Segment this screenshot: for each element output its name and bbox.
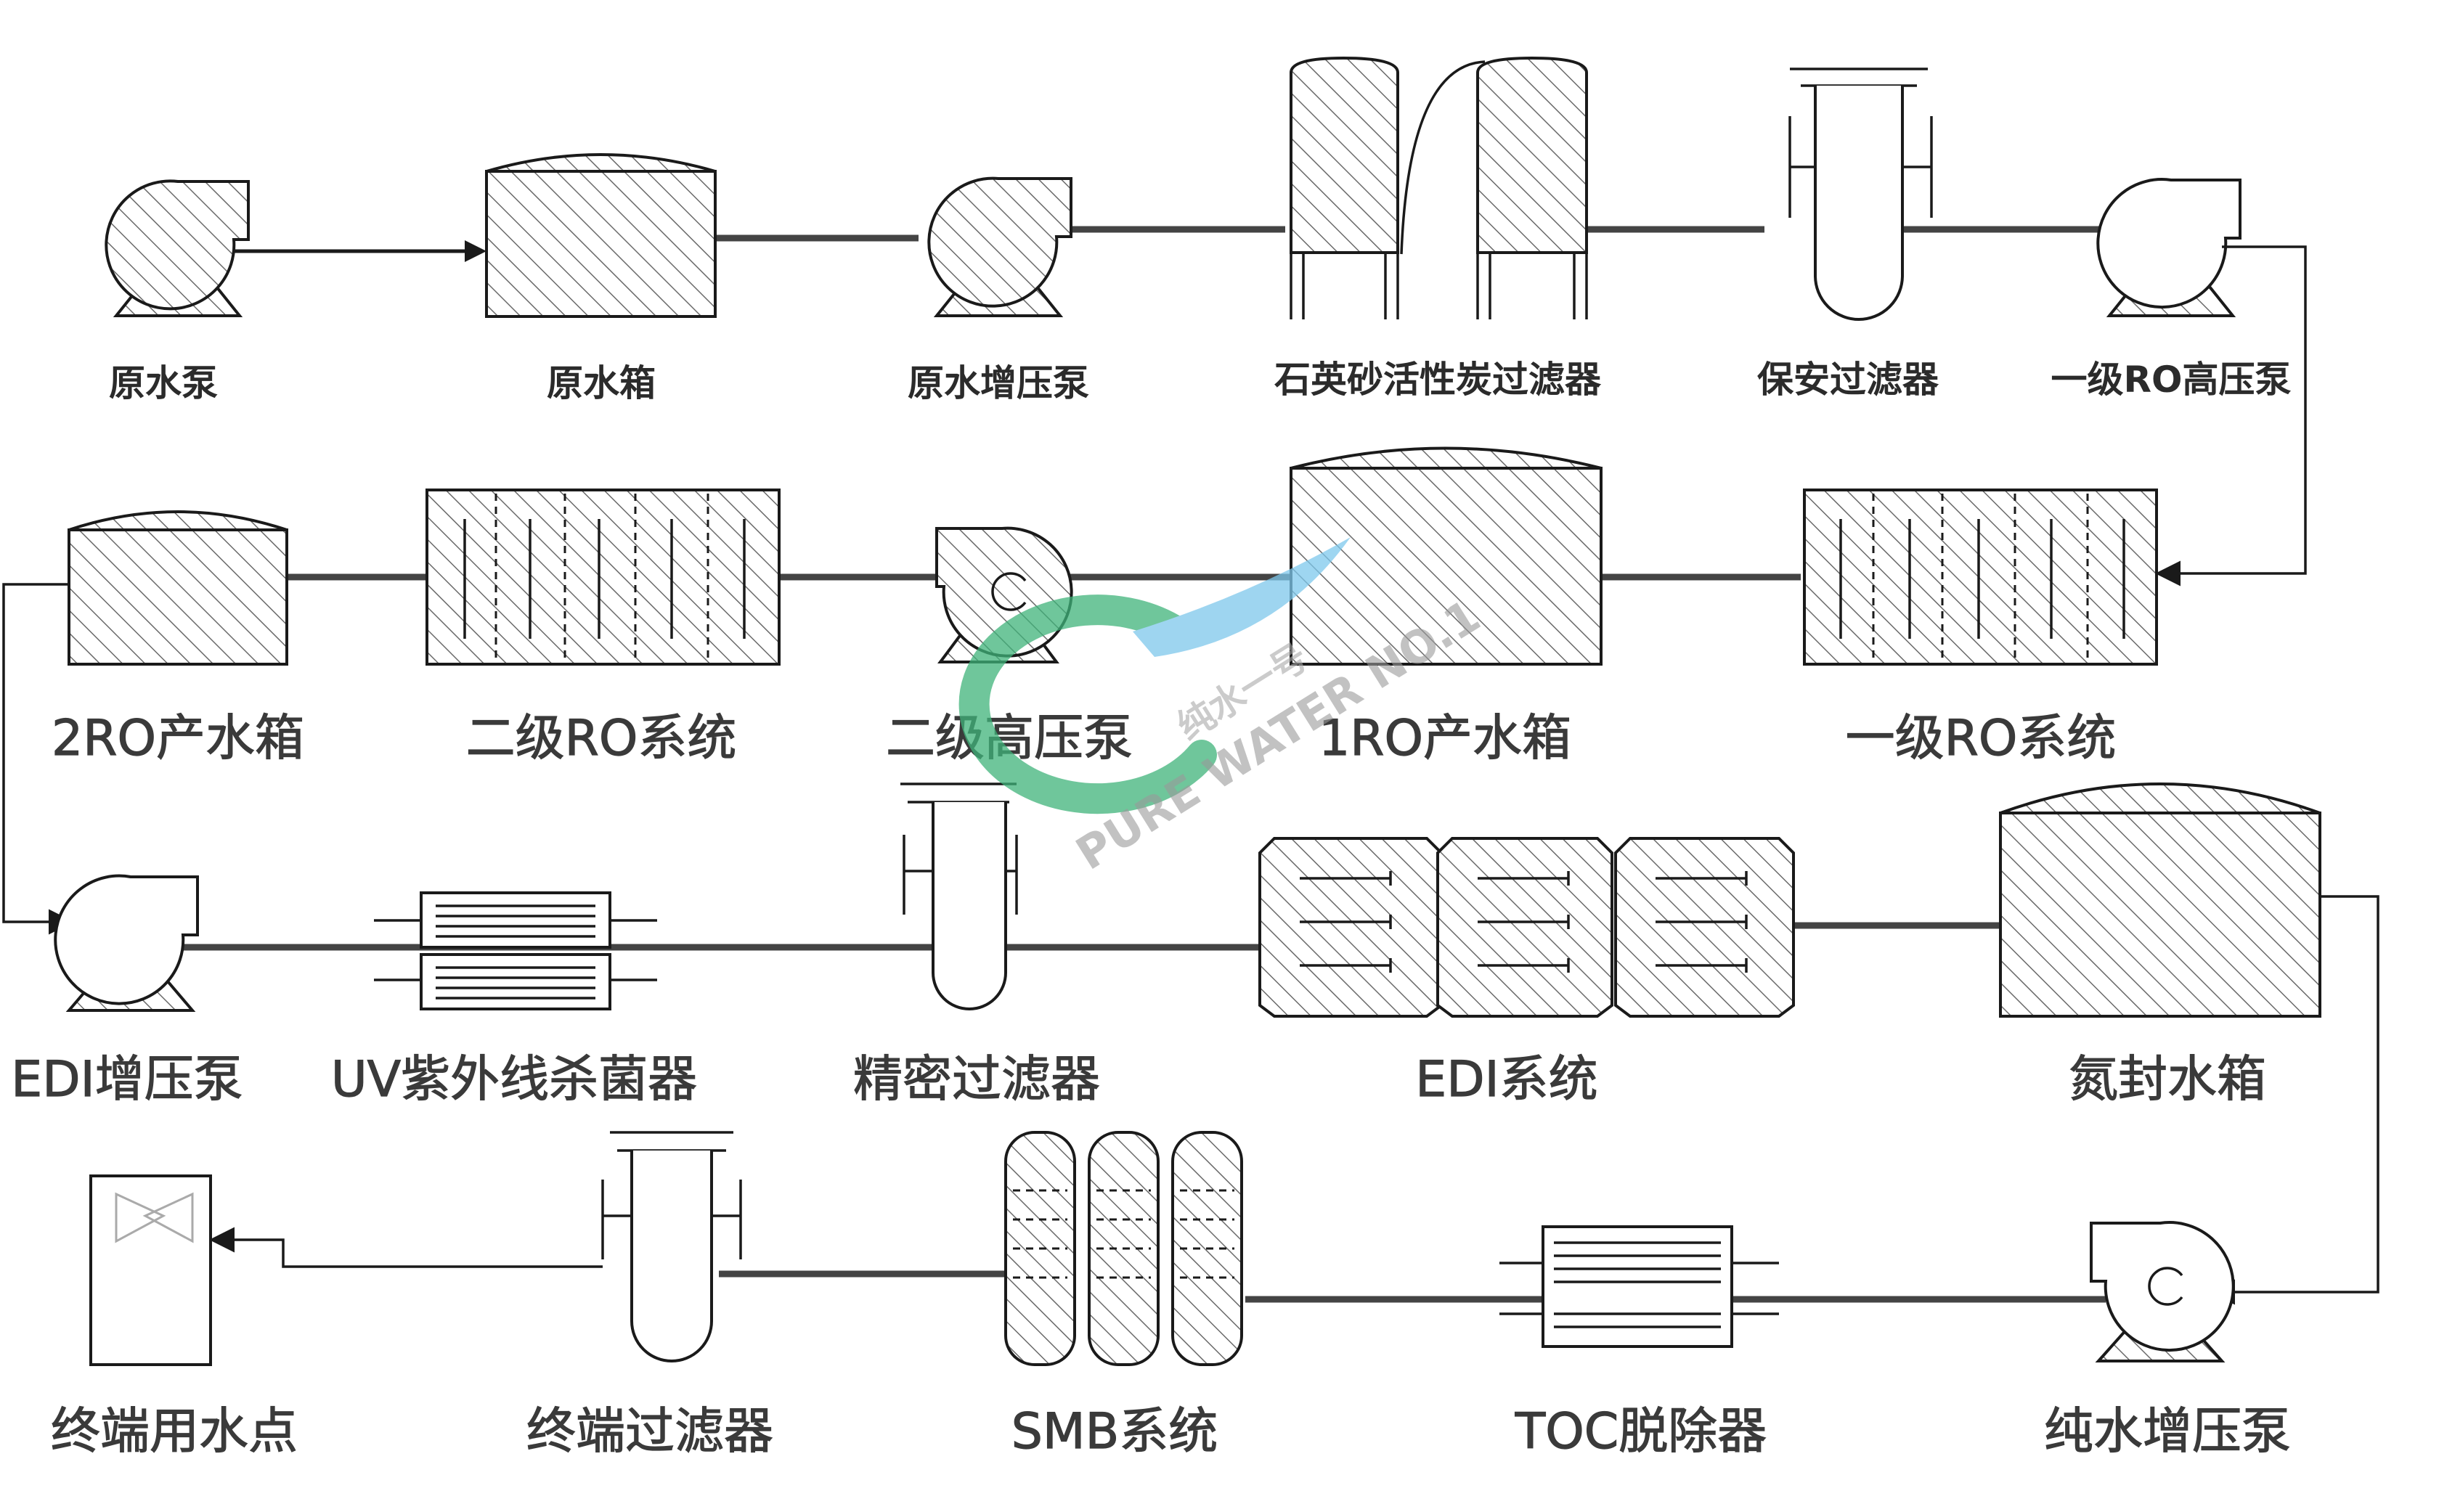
ro1-system-label: 一级RO系统 [1846,710,2117,767]
ro1-system-icon [1803,489,2158,666]
ro2-system-label: 二级RO系统 [466,710,737,767]
pure-water-booster-pump-icon [2090,1221,2235,1362]
smb-system-label: SMB系统 [1011,1403,1218,1460]
carbon-filter-icon [1476,56,1588,319]
ro1-tank-label: 1RO产水箱 [1319,710,1571,767]
raw-pump-icon [105,179,250,317]
smb-system-icon [1004,1131,1243,1366]
uv-sterilizer-label: UV紫外线杀菌器 [331,1051,697,1108]
watermark-logo [958,537,1351,814]
precision-filter-label: 精密过滤器 [853,1051,1100,1108]
uv-sterilizer-icon [374,891,657,1010]
ro1-hp-pump-label: 一级RO高压泵 [2051,359,2291,401]
ro1-hp-pump-icon [2096,178,2241,317]
ro2-system-icon [425,489,781,666]
ro2-tank-label: 2RO产水箱 [52,710,304,767]
raw-tank-icon [485,153,717,318]
sand-carbon-link-pipe [1400,60,1486,255]
edi-booster-label: EDI增压泵 [11,1051,243,1108]
raw-booster-label: 原水增压泵 [908,362,1089,404]
toc-remover-icon [1499,1225,1779,1348]
security-filter-icon [1788,68,1933,321]
pipe-hp-to-ro1-system [2155,245,2307,587]
nitrogen-tank-label: 氮封水箱 [2069,1051,2266,1108]
toc-remover-label: TOC脱除器 [1515,1403,1767,1460]
watermark-blue-wave [1133,537,1351,657]
edi-system-label: EDI系统 [1415,1051,1597,1108]
raw-pump-label: 原水泵 [109,362,218,404]
raw-tank-label: 原水箱 [547,362,656,404]
raw-booster-pump-icon [927,176,1072,317]
precision-filter-icon [900,782,1018,1010]
end-filter-icon [601,1131,742,1362]
pipe-end-filter-to-point [209,1227,603,1268]
ro2-tank-icon [68,510,288,666]
nitrogen-tank-icon [1999,782,2321,1018]
sand-filter-icon [1290,56,1399,319]
pure-booster-label: 纯水增压泵 [2044,1403,2291,1460]
ro1-tank-icon [1290,446,1603,666]
end-filter-label: 终端过滤器 [526,1403,773,1460]
watermark-green-arc [958,594,1217,814]
end-point-label: 终端用水点 [51,1403,298,1460]
end-point-icon [89,1174,212,1366]
edi-booster-pump-icon [54,874,199,1012]
edi-system-icon [1258,837,1795,1018]
sand-carbon-label: 石英砂活性炭过滤器 [1274,359,1602,401]
pipe-ro2-tank-to-edi-pump [2,583,74,935]
pipe-nitrogen-to-pure-pump [2210,895,2379,1305]
security-filter-label: 保安过滤器 [1757,359,1939,401]
